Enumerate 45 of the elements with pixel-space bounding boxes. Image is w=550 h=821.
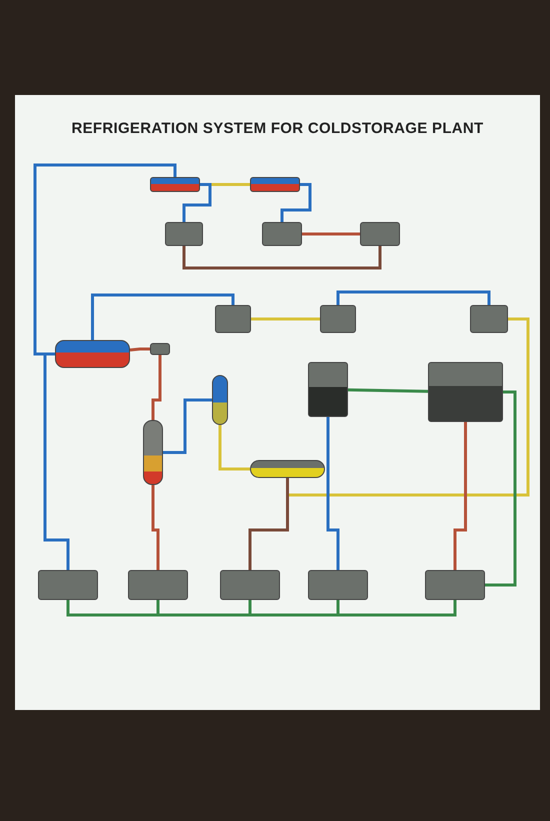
pipe-line bbox=[156, 600, 252, 616]
pipe-line bbox=[182, 246, 382, 270]
equipment-unit bbox=[220, 570, 280, 600]
pipe-line bbox=[286, 318, 530, 496]
vessel bbox=[250, 460, 325, 478]
pipe-line bbox=[163, 398, 212, 454]
equipment-unit bbox=[470, 305, 508, 333]
equipment-unit bbox=[262, 222, 302, 246]
pipe-line bbox=[152, 485, 160, 570]
equipment-unit bbox=[38, 570, 98, 600]
pipe-line bbox=[66, 600, 160, 616]
pipe-line bbox=[336, 600, 456, 616]
pipe-line bbox=[280, 183, 312, 222]
pipe-line bbox=[251, 318, 320, 320]
vessel bbox=[212, 375, 228, 425]
pipe-line bbox=[91, 294, 234, 340]
pipe-line bbox=[248, 478, 289, 570]
pipe-line bbox=[348, 388, 428, 393]
equipment-unit bbox=[165, 222, 203, 246]
pipe-line bbox=[218, 425, 250, 470]
equipment-unit bbox=[215, 305, 251, 333]
equipment-unit bbox=[150, 343, 170, 355]
equipment-unit bbox=[425, 570, 485, 600]
pipe-line bbox=[336, 290, 490, 305]
pipe-line bbox=[326, 417, 340, 570]
pipe-line bbox=[302, 232, 360, 236]
pipe-line bbox=[34, 164, 176, 356]
pipe-line bbox=[182, 183, 212, 222]
equipment-unit bbox=[428, 362, 503, 422]
equipment-unit bbox=[320, 305, 356, 333]
equipment-unit bbox=[150, 177, 200, 192]
pipe-line bbox=[248, 600, 340, 616]
equipment-unit bbox=[128, 570, 188, 600]
title: REFRIGERATION SYSTEM FOR COLDSTORAGE PLANT bbox=[70, 120, 485, 137]
pipe-line bbox=[485, 390, 516, 586]
pipe-line bbox=[130, 348, 150, 352]
equipment-unit bbox=[360, 222, 400, 246]
pipe-line bbox=[152, 355, 162, 420]
vessel bbox=[143, 420, 163, 485]
vessel bbox=[55, 340, 130, 368]
equipment-unit bbox=[308, 570, 368, 600]
equipment-unit bbox=[308, 362, 348, 417]
equipment-unit bbox=[250, 177, 300, 192]
pipe-line bbox=[454, 422, 467, 570]
pipe-line bbox=[44, 352, 70, 570]
